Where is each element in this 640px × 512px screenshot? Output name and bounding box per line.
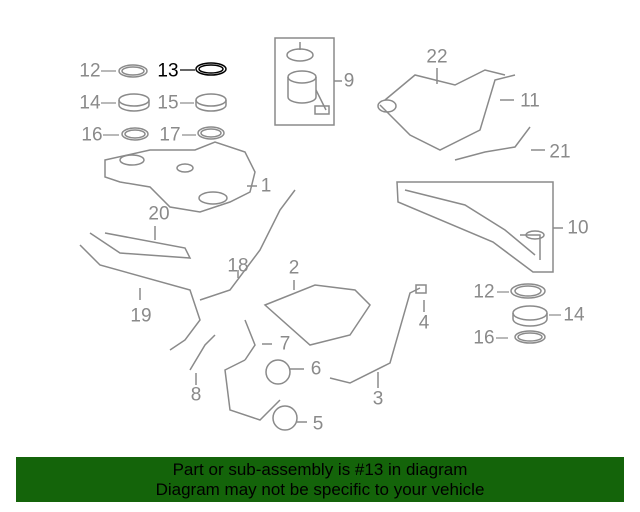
- callout-16[interactable]: 16: [81, 124, 103, 146]
- banner-line-disclaimer: Diagram may not be specific to your vehi…: [155, 480, 485, 499]
- filler-neck[interactable]: [224, 319, 307, 431]
- fuel-tank[interactable]: [104, 141, 257, 213]
- seal-15[interactable]: [195, 93, 227, 112]
- callout-3[interactable]: 3: [372, 388, 384, 410]
- callout-8[interactable]: 8: [190, 384, 202, 406]
- callout-15[interactable]: 15: [157, 92, 179, 114]
- callout-19[interactable]: 19: [130, 305, 152, 327]
- seal-14[interactable]: [118, 93, 150, 112]
- info-banner: Part or sub-assembly is #13 in diagram D…: [16, 457, 624, 502]
- fuel-pump-module[interactable]: [274, 37, 342, 126]
- seal-12-right[interactable]: [510, 283, 546, 299]
- callout-13-highlighted[interactable]: 13: [157, 60, 179, 82]
- callout-22[interactable]: 22: [426, 46, 448, 68]
- callout-16-right[interactable]: 16: [473, 327, 495, 349]
- seal-14-right[interactable]: [512, 305, 548, 327]
- heat-shield[interactable]: [263, 280, 371, 346]
- callout-4[interactable]: 4: [418, 312, 430, 334]
- callout-6[interactable]: 6: [310, 358, 322, 380]
- callout-14-right[interactable]: 14: [563, 304, 585, 326]
- seal-16-right[interactable]: [514, 330, 546, 344]
- callout-12[interactable]: 12: [79, 60, 101, 82]
- callout-12-right[interactable]: 12: [473, 281, 495, 303]
- seal-13[interactable]: [195, 62, 227, 76]
- vent-tube[interactable]: [329, 284, 427, 388]
- seal-17[interactable]: [197, 126, 225, 140]
- seal-12[interactable]: [118, 64, 148, 78]
- callout-1[interactable]: 1: [260, 175, 272, 197]
- callout-18[interactable]: 18: [227, 255, 249, 277]
- callout-9[interactable]: 9: [343, 70, 355, 92]
- callout-7[interactable]: 7: [279, 333, 291, 355]
- filler-tubes[interactable]: [79, 189, 296, 385]
- callout-2[interactable]: 2: [288, 257, 300, 279]
- callout-20[interactable]: 20: [148, 203, 170, 225]
- callout-10[interactable]: 10: [567, 217, 589, 239]
- callout-14[interactable]: 14: [79, 92, 101, 114]
- banner-line-part: Part or sub-assembly is #13 in diagram: [172, 460, 468, 479]
- seal-16[interactable]: [121, 127, 149, 141]
- callout-21[interactable]: 21: [549, 141, 571, 163]
- callout-11[interactable]: 11: [520, 90, 540, 112]
- fuel-line-assembly[interactable]: [396, 181, 563, 273]
- callout-5[interactable]: 5: [312, 413, 324, 435]
- callout-17[interactable]: 17: [159, 124, 181, 146]
- wiring-harness[interactable]: [377, 68, 545, 161]
